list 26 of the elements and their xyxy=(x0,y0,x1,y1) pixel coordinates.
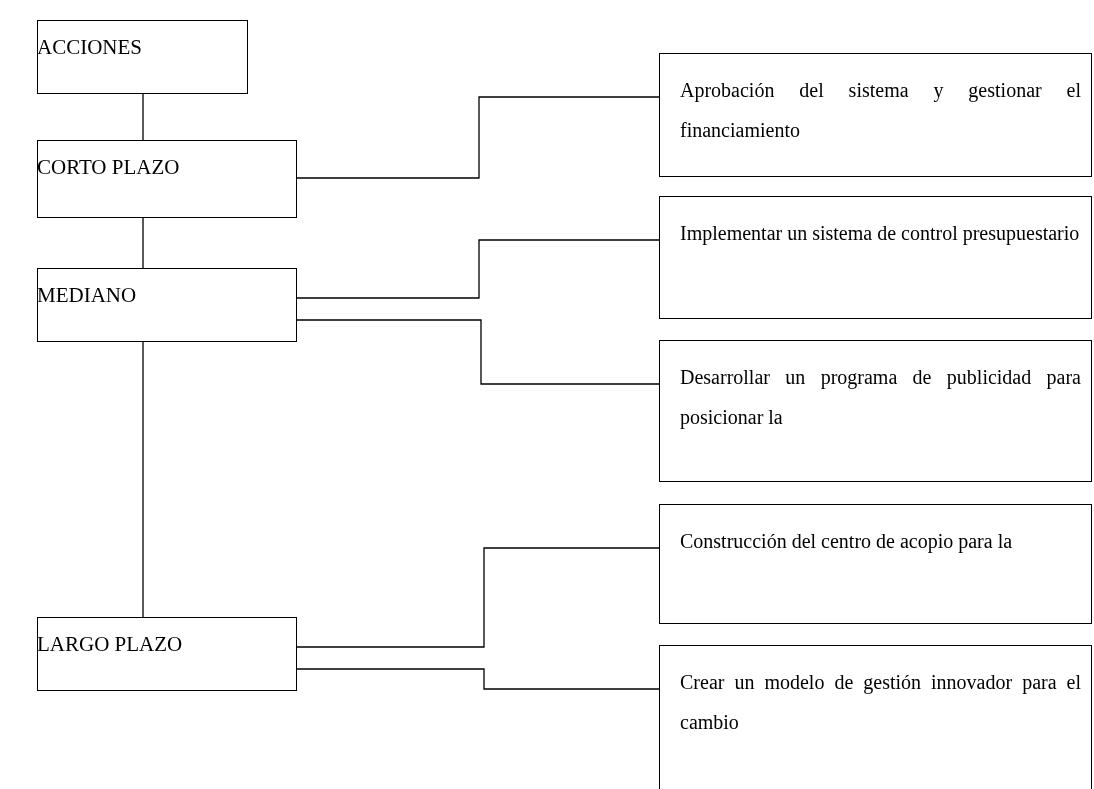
connector-line xyxy=(296,668,660,690)
text-box xyxy=(659,504,1092,624)
box-text: Desarrollar un programa de publicidad para posicionar la xyxy=(680,365,1081,431)
box-text: Aprobación del sistema y gestionar el financiamiento xyxy=(680,78,1081,143)
text-box xyxy=(659,53,1092,177)
text-box xyxy=(659,340,1092,482)
connector-line xyxy=(142,341,144,618)
connector-line xyxy=(296,96,660,179)
text-box xyxy=(659,645,1092,789)
connector-line xyxy=(142,217,144,269)
connector-line xyxy=(296,547,660,648)
box-text: CORTO PLAZO xyxy=(37,154,180,180)
box-text: MEDIANO xyxy=(37,282,137,308)
box-text: Crear un modelo de gestión innovador para el cambio xyxy=(680,670,1081,735)
text-box xyxy=(37,617,297,691)
box-text: Implementar un sistema de control presupuestario xyxy=(680,221,1081,247)
text-box xyxy=(37,140,297,218)
text-box xyxy=(37,20,248,94)
box-text: ACCIONES xyxy=(37,34,142,60)
text-box xyxy=(659,196,1092,319)
box-text: LARGO PLAZO xyxy=(37,631,183,657)
connector-line xyxy=(296,319,660,385)
connector-line xyxy=(142,93,144,141)
text-box xyxy=(37,268,297,342)
connector-line xyxy=(296,239,660,299)
box-text: Construcción del centro de acopio para la xyxy=(680,529,1014,555)
